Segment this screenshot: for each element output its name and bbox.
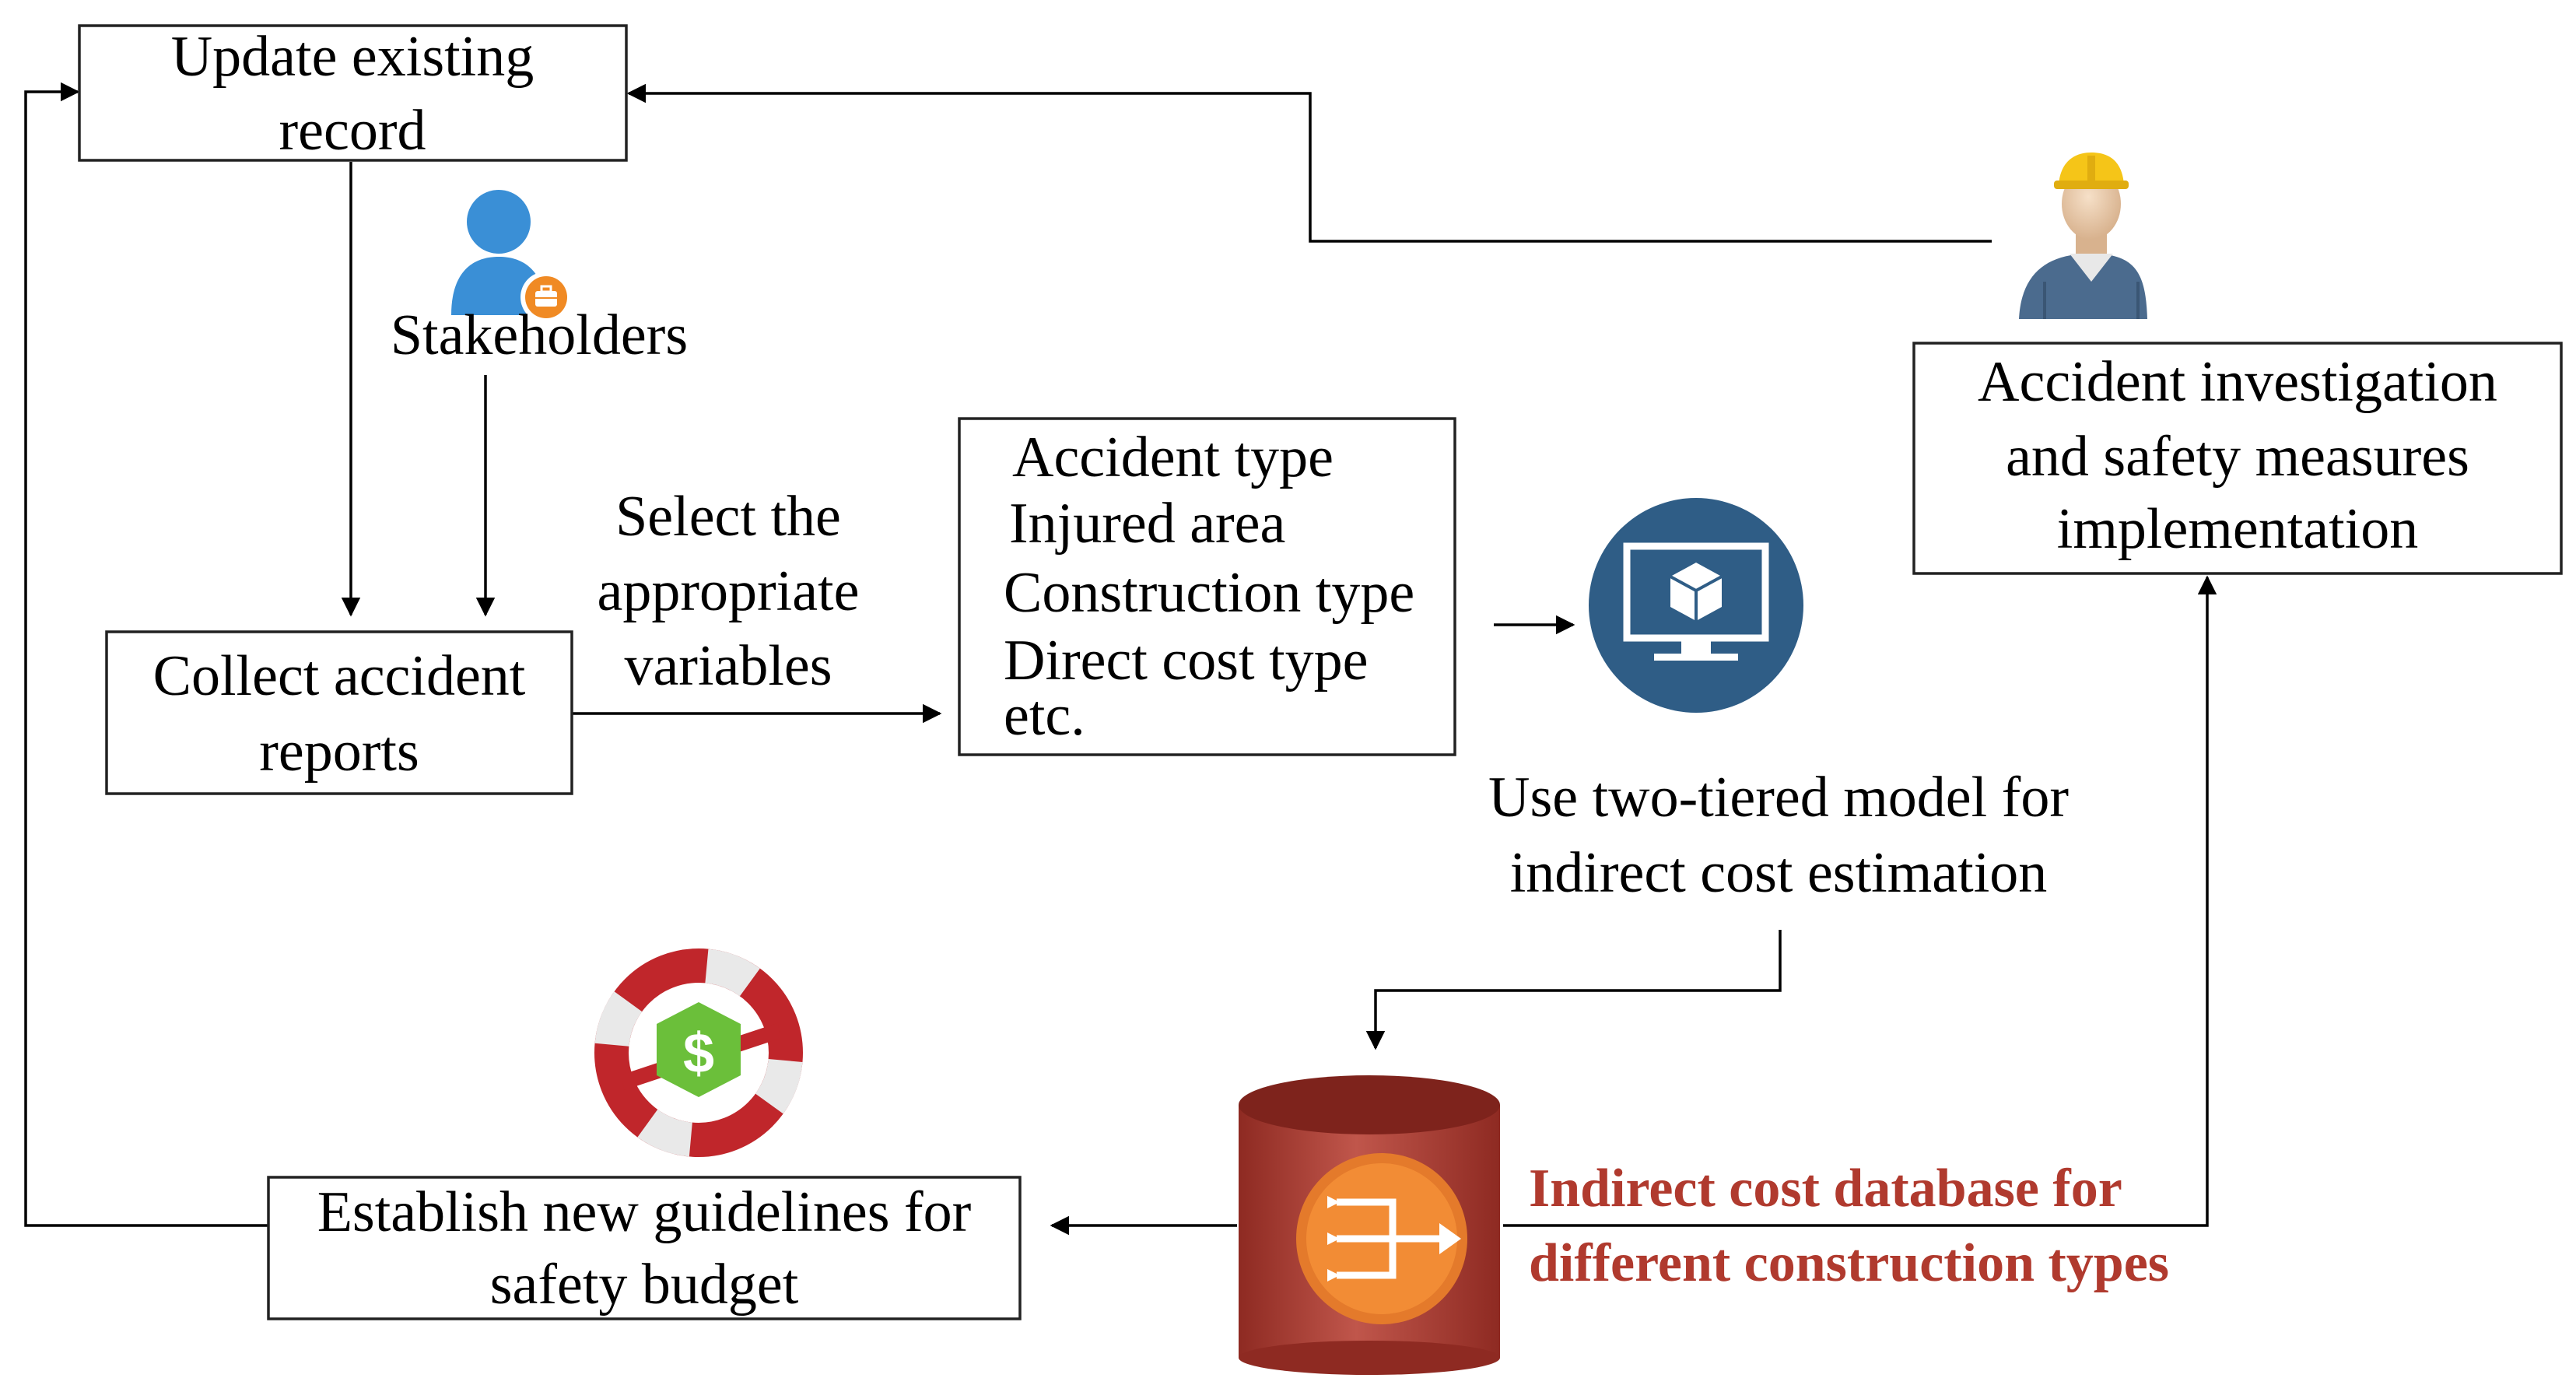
investigation-line-1: Accident investigation bbox=[1978, 350, 2497, 414]
collect-reports-line-1: Collect accident bbox=[153, 644, 526, 708]
variable-accident-type: Accident type bbox=[1012, 426, 1334, 489]
construction-worker-hardhat-icon bbox=[2019, 153, 2147, 319]
database-cylinder-icon bbox=[1239, 1075, 1500, 1375]
connector-database-to-investigation bbox=[1503, 575, 2217, 1227]
connector-investigation-to-update bbox=[626, 83, 1992, 243]
variable-direct-cost-type: Direct cost type bbox=[1004, 629, 1369, 692]
box-accident-investigation: Accident investigation and safety measur… bbox=[1912, 342, 2563, 575]
connector-guidelines-to-update bbox=[24, 82, 268, 1227]
update-record-line-2: record bbox=[279, 99, 426, 163]
variable-injured-area: Injured area bbox=[1009, 492, 1285, 556]
stakeholders-label: Stakeholders bbox=[391, 303, 688, 367]
model-line-2: indirect cost estimation bbox=[1510, 841, 2048, 905]
select-variables-line-3: variables bbox=[624, 634, 832, 698]
database-label-line-1: Indirect cost database for bbox=[1529, 1159, 2122, 1218]
box-variables-list: Accident type Injured area Construction … bbox=[958, 417, 1456, 756]
select-variables-label: Select the appropriate variables bbox=[598, 485, 860, 698]
two-tiered-model-label: Use two-tiered model for indirect cost e… bbox=[1488, 766, 2069, 905]
variable-etc: etc. bbox=[1004, 684, 1085, 748]
database-label-line-2: different construction types bbox=[1529, 1233, 2169, 1293]
dollar-glyph: $ bbox=[683, 1022, 714, 1085]
box-update-record: Update existing record bbox=[78, 24, 628, 163]
select-variables-line-2: appropriate bbox=[598, 559, 860, 623]
guidelines-line-1: Establish new guidelines for bbox=[317, 1180, 972, 1244]
collect-reports-line-2: reports bbox=[259, 720, 419, 784]
select-variables-line-1: Select the bbox=[615, 485, 841, 549]
update-record-line-1: Update existing bbox=[171, 25, 534, 89]
investigation-line-3: implementation bbox=[2057, 497, 2418, 561]
dollar-lifebuoy-icon: $ bbox=[594, 948, 803, 1157]
connector-model-to-database bbox=[1365, 930, 1782, 1050]
investigation-line-2: and safety measures bbox=[2006, 425, 2469, 489]
variable-construction-type: Construction type bbox=[1004, 561, 1414, 625]
user-briefcase-icon bbox=[451, 190, 572, 323]
model-line-1: Use two-tiered model for bbox=[1488, 766, 2069, 829]
box-guidelines: Establish new guidelines for safety budg… bbox=[267, 1176, 1022, 1320]
guidelines-line-2: safety budget bbox=[490, 1253, 799, 1317]
database-label: Indirect cost database for different con… bbox=[1529, 1159, 2169, 1293]
computer-monitor-cube-icon bbox=[1589, 498, 1803, 713]
box-collect-reports: Collect accident reports bbox=[105, 630, 573, 795]
connectors bbox=[24, 82, 2217, 1236]
